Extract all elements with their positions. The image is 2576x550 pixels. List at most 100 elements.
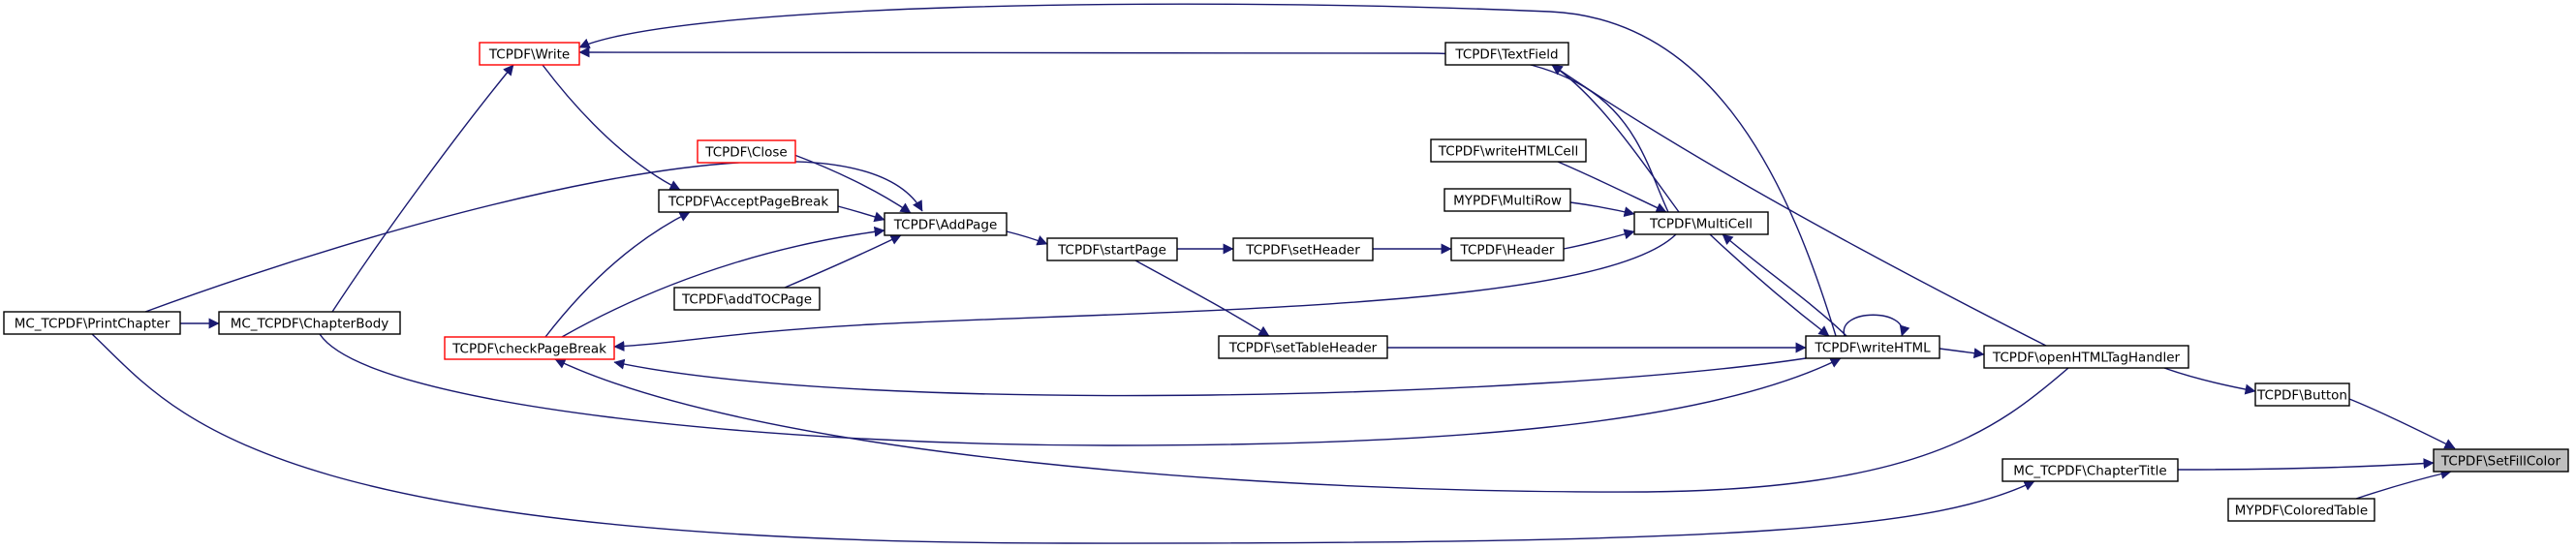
node-box (697, 139, 796, 164)
node-printchapter[interactable]: MC_TCPDF\PrintChapter (3, 311, 181, 335)
node-writehtml[interactable]: TCPDF\writeHTML (1805, 335, 1940, 359)
node-label: MYPDF\MultiRow (1453, 194, 1562, 209)
edge-writehtml-to-writehtml (1843, 314, 1910, 337)
node-label: MC_TCPDF\PrintChapter (15, 317, 171, 332)
edge-path (1551, 64, 1680, 213)
edge-chapterbody-to-writehtml (319, 333, 1842, 446)
node-label: TCPDF\TextField (1454, 47, 1558, 63)
node-label: TCPDF\MultiCell (1649, 217, 1753, 232)
node-label: TCPDF\Close (704, 145, 788, 161)
node-coloredtable[interactable]: MYPDF\ColoredTable (2227, 498, 2375, 522)
node-box (1218, 335, 1388, 359)
edge-path (1569, 201, 1635, 218)
edge-openhtmltaghandler-to-checkpagebreak (554, 358, 2069, 493)
edge-path (1563, 229, 1635, 250)
node-button[interactable]: TCPDF\Button (2254, 382, 2350, 407)
edge-button-to-setfillcolor (2348, 398, 2456, 449)
edge-path (2348, 398, 2456, 449)
node-box (2254, 382, 2350, 407)
edge-acceptpagebreak-to-addpage (837, 205, 885, 223)
edge-addtocpage-to-addpage (784, 234, 902, 289)
edge-printchapter-to-chaptertitle (91, 333, 2035, 544)
node-label: MYPDF\ColoredTable (2235, 504, 2368, 519)
node-label: TCPDF\setHeader (1245, 243, 1360, 259)
node-multirow[interactable]: MYPDF\MultiRow (1443, 188, 1571, 212)
edge-writehtml-to-write (578, 3, 1837, 337)
edge-path (2355, 469, 2452, 500)
edge-path (1134, 260, 1270, 337)
edge-layer (91, 3, 2456, 544)
edge-path (542, 64, 681, 191)
edge-path (1843, 314, 1910, 337)
node-box (673, 287, 821, 311)
edge-path (1557, 161, 1667, 213)
node-addtocpage[interactable]: TCPDF\addTOCPage (673, 287, 821, 311)
node-multicell[interactable]: TCPDF\MultiCell (1633, 211, 1769, 235)
edge-header-to-multicell (1563, 229, 1635, 250)
edge-path (613, 357, 1807, 397)
node-openhtmltaghandler[interactable]: TCPDF\openHTMLTagHandler (1983, 345, 2189, 369)
edge-openhtmltaghandler-to-button (2163, 367, 2256, 395)
edge-checkpagebreak-to-addpage (561, 226, 885, 338)
node-box (3, 311, 181, 335)
edge-writehtml-to-checkpagebreak (613, 357, 1807, 397)
edge-path (2163, 367, 2256, 395)
node-label: MC_TCPDF\ChapterBody (231, 317, 389, 332)
node-setfillcolor[interactable]: TCPDF\SetFillColor (2433, 448, 2569, 473)
edge-writehtml-to-multicell (1722, 233, 1847, 337)
node-chaptertitle[interactable]: MC_TCPDF\ChapterTitle (2002, 458, 2179, 482)
edge-multirow-to-multicell (1569, 201, 1635, 218)
edge-path (544, 211, 691, 338)
edge-openhtmltaghandler-to-textfield (1551, 64, 2047, 347)
edge-write-to-acceptpagebreak (542, 64, 681, 191)
node-write[interactable]: TCPDF\Write (479, 42, 580, 66)
node-checkpagebreak[interactable]: TCPDF\checkPageBreak (444, 336, 615, 360)
node-box (1805, 335, 1940, 359)
edge-startpage-to-settableheader (1134, 260, 1270, 337)
node-box (1450, 237, 1565, 261)
edge-path (91, 333, 2035, 544)
node-box (1046, 237, 1178, 261)
edge-coloredtable-to-setfillcolor (2355, 469, 2452, 500)
node-close[interactable]: TCPDF\Close (697, 139, 796, 164)
node-label: TCPDF\checkPageBreak (451, 342, 606, 357)
edge-chaptertitle-to-setfillcolor (2177, 458, 2435, 471)
node-header[interactable]: TCPDF\Header (1450, 237, 1565, 261)
node-box (1633, 211, 1769, 235)
edge-multicell-to-write (578, 46, 1669, 213)
node-box (1430, 138, 1587, 163)
edge-path (578, 46, 1669, 213)
node-label: TCPDF\Button (2256, 388, 2347, 404)
node-setheader[interactable]: TCPDF\setHeader (1232, 237, 1374, 261)
edge-path (793, 154, 912, 214)
node-startpage[interactable]: TCPDF\startPage (1046, 237, 1178, 261)
node-box (444, 336, 615, 360)
edge-path (331, 64, 514, 313)
node-label: MC_TCPDF\ChapterTitle (2013, 464, 2166, 479)
node-addpage[interactable]: TCPDF\AddPage (884, 212, 1008, 236)
node-label: TCPDF\Header (1460, 243, 1555, 259)
edge-path (1006, 230, 1048, 246)
node-label: TCPDF\openHTMLTagHandler (1992, 351, 2181, 366)
node-writehtmlcell[interactable]: TCPDF\writeHTMLCell (1430, 138, 1587, 163)
edge-path (561, 226, 885, 338)
edge-multicell-to-checkpagebreak (613, 233, 1677, 352)
edge-writehtml-to-openhtmltaghandler (1939, 348, 1985, 359)
node-box (218, 311, 401, 335)
edge-path (2177, 458, 2435, 471)
node-box (1444, 42, 1569, 66)
node-box (658, 189, 839, 213)
edge-path (1551, 64, 2047, 347)
edge-checkpagebreak-to-acceptpagebreak (544, 211, 691, 338)
edge-path (1939, 348, 1985, 359)
edge-close-to-addpage (793, 154, 912, 214)
edge-path (578, 3, 1837, 337)
node-chapterbody[interactable]: MC_TCPDF\ChapterBody (218, 311, 401, 335)
node-settableheader[interactable]: TCPDF\setTableHeader (1218, 335, 1388, 359)
edge-path (144, 160, 923, 313)
node-box (884, 212, 1008, 236)
edge-addpage-to-startpage (1006, 230, 1048, 246)
node-textfield[interactable]: TCPDF\TextField (1444, 42, 1569, 66)
node-acceptpagebreak[interactable]: TCPDF\AcceptPageBreak (658, 189, 839, 213)
